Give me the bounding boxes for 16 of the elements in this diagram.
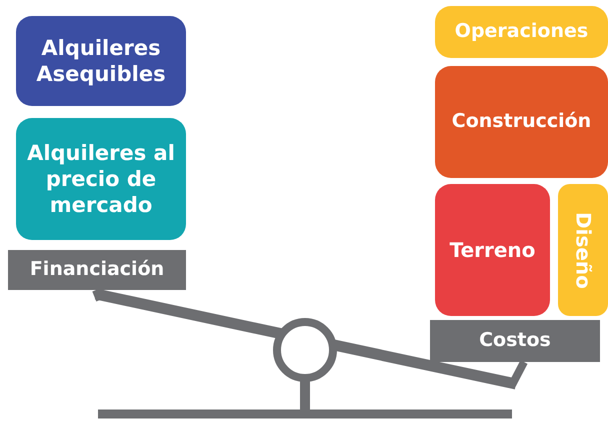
funding-block [16, 16, 186, 106]
cost-block [558, 184, 608, 316]
block-label: Terreno [450, 238, 536, 262]
cost-block [435, 6, 608, 58]
block-label: Alquileres al precio de mercado [26, 140, 176, 218]
block-label: Alquileres Asequibles [35, 34, 167, 88]
block-label: Construcción [452, 110, 592, 134]
cost-block [435, 184, 550, 316]
block-label: Operaciones [454, 20, 588, 44]
scale-pan-label [8, 250, 186, 290]
block-label: Diseño [570, 212, 596, 288]
scale-pan-label [430, 320, 600, 362]
cost-block [435, 66, 608, 178]
funding-block [16, 118, 186, 240]
block-label: Financiación [30, 258, 164, 282]
block-label: Costos [479, 329, 551, 353]
